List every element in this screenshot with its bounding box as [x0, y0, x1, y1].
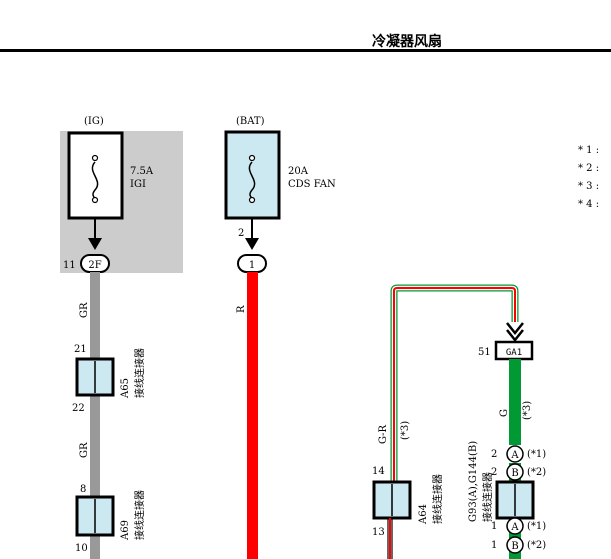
g93-row-2-note: (*2) [527, 467, 546, 478]
wire-gr-loop-red [393, 287, 516, 482]
wire-g-note: (*3) [522, 401, 533, 420]
g93-row-4-letter: B [511, 541, 518, 552]
fuse-ig-pin: 11 [63, 260, 76, 271]
fuse-bat-terminal-bottom [248, 196, 256, 204]
wire-gr-note: (*3) [400, 421, 411, 440]
note-1: * 1 : [578, 145, 599, 156]
fuse-ig-rating: 7.5A [130, 166, 154, 177]
fuse-bat-arrow [245, 238, 259, 250]
page-title: 冷凝器风扇 [372, 33, 442, 50]
g93-row-3-marker [506, 517, 524, 535]
connector-2f-label: 2F [88, 260, 101, 271]
header-rule [0, 49, 611, 52]
fuse-bat-body [224, 130, 281, 220]
connector-ga1-label: GA1 [506, 348, 522, 358]
a69-desc: 接线连接器 [133, 490, 146, 540]
fuse-bat-rating: 20A [288, 166, 309, 177]
fuse-bat-terminal-top [248, 154, 256, 162]
wire-a64-down-outline [387, 518, 393, 559]
fuse-ig-terminal-top [91, 154, 99, 162]
a64-pin-top: 14 [372, 466, 385, 477]
a65-pin-top: 21 [74, 344, 87, 355]
fuse-bat-pin: 2 [238, 228, 244, 239]
connector-1-label: 1 [249, 260, 255, 271]
g93-row-2-marker [506, 463, 524, 481]
fuse-ig-source: (IG) [84, 116, 104, 127]
note-3: * 3 : [578, 181, 599, 192]
g93-row-4-note: (*2) [527, 540, 546, 551]
wire-gr-segment-2 [90, 396, 100, 496]
g93-row-1-marker [506, 445, 524, 463]
a65-id: A65 [120, 378, 131, 399]
a64-pin-bottom: 13 [372, 527, 385, 538]
fuse-ig-arrow [88, 238, 102, 250]
a64-id: A64 [418, 504, 429, 525]
g93-row-4-marker [506, 536, 524, 554]
wire-gr-label-2: GR [79, 442, 90, 458]
g93-id: G93(A),G144(B) [468, 441, 479, 522]
wire-r-label: R [236, 305, 247, 313]
g93-row-1-note: (*1) [527, 449, 546, 460]
fuse-ig-terminal-bottom [91, 196, 99, 204]
connector-ga1-arrow-1 [506, 322, 524, 336]
wire-gr-segment-3 [90, 535, 100, 559]
g93-row-3-pin: 1 [491, 521, 497, 532]
g93-row-4-pin: 1 [491, 540, 497, 551]
note-4: * 4 : [578, 199, 599, 210]
wire-g-segment-1 [509, 359, 521, 445]
fuse-bat-name: CDS FAN [288, 179, 336, 190]
wire-gr-segment-1 [90, 272, 100, 359]
g93-row-2-pin: 2 [491, 467, 497, 478]
g93-row-1-pin: 2 [491, 449, 497, 460]
wire-g-label: G [499, 409, 510, 417]
g93-row-3-note: (*1) [527, 521, 546, 532]
wire-gr-label-1: GR [79, 302, 90, 318]
note-2: * 2 : [578, 163, 599, 174]
g93-row-1-letter: A [510, 450, 519, 461]
wire-gr-vertical-label: G-R [378, 424, 389, 444]
fuse-ig-name: IGI [130, 179, 146, 190]
a69-pin-top: 8 [80, 484, 86, 495]
g93-row-2-letter: B [511, 468, 518, 479]
g93-desc: 接线连接器 [481, 472, 494, 522]
a69-pin-bottom: 10 [75, 543, 88, 554]
connector-ga1-arrow-2 [506, 329, 524, 343]
a65-pin-bottom: 22 [72, 403, 85, 414]
connector-ga1-pin: 51 [478, 347, 491, 358]
g93-row-3-letter: A [510, 522, 519, 533]
wire-r [247, 272, 258, 559]
fuse-bat-source: (BAT) [236, 116, 265, 127]
a64-desc: 接线连接器 [431, 474, 444, 524]
a69-id: A69 [120, 520, 131, 541]
a65-desc: 接线连接器 [133, 348, 146, 398]
